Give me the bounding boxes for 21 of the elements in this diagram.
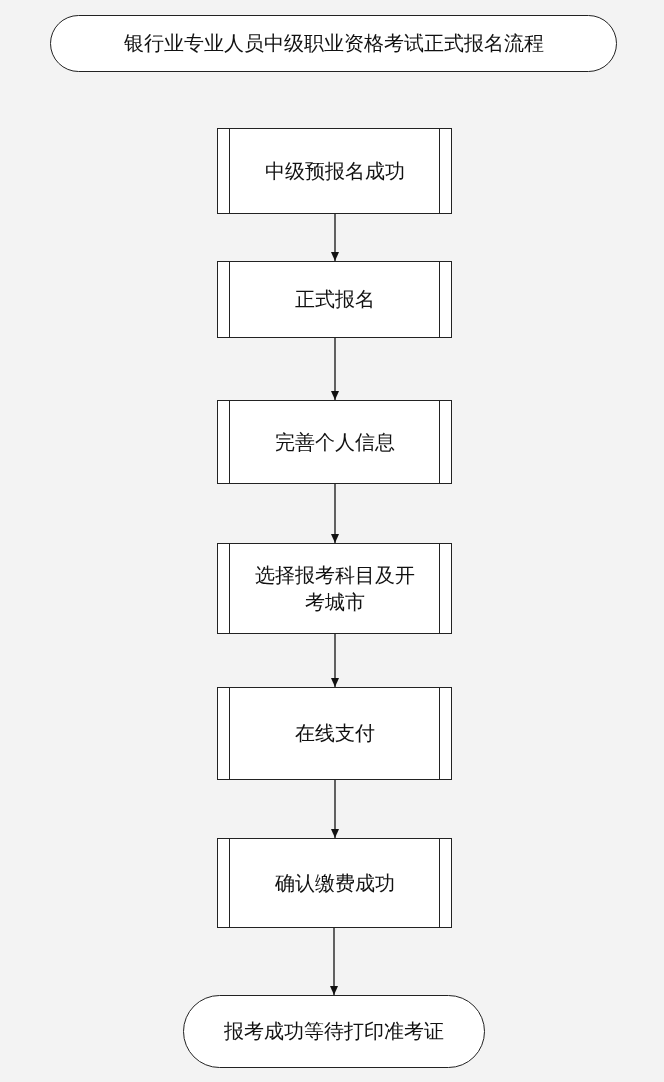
step-label: 报考成功等待打印准考证 xyxy=(223,1018,445,1045)
step-label: 在线支付 xyxy=(293,720,376,747)
step-label: 选择报考科目及开考城市 xyxy=(253,561,416,616)
step-label: 中级预报名成功 xyxy=(263,157,406,185)
step-label: 银行业专业人员中级职业资格考试正式报名流程 xyxy=(122,30,545,57)
process-box xyxy=(217,543,452,634)
process-box xyxy=(217,400,452,484)
process-box xyxy=(217,261,452,338)
arrow xyxy=(331,779,339,839)
process-box xyxy=(217,128,452,214)
step-label: 正式报名 xyxy=(293,286,376,313)
arrow xyxy=(330,927,338,996)
step-label: 确认缴费成功 xyxy=(273,869,396,897)
arrow xyxy=(331,213,339,262)
process-box xyxy=(217,838,452,928)
arrow xyxy=(331,483,339,544)
arrow xyxy=(331,633,339,688)
step-label: 完善个人信息 xyxy=(273,428,396,456)
title-terminator xyxy=(50,15,617,72)
process-box xyxy=(217,687,452,780)
arrow xyxy=(331,337,339,401)
